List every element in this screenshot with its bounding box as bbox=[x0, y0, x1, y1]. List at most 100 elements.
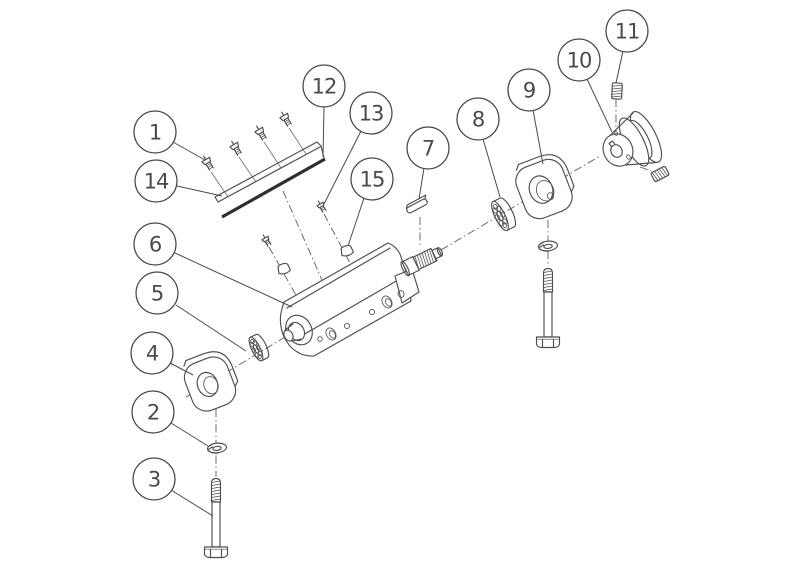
blade-assembly-centerline bbox=[282, 190, 330, 297]
balloon-number-6: 6 bbox=[149, 233, 162, 257]
balloon-circle-10 bbox=[557, 38, 601, 82]
knife-screw-2 bbox=[227, 138, 244, 157]
balloon-number-11: 11 bbox=[615, 20, 640, 44]
ball-bearing-left bbox=[248, 333, 270, 362]
leader-line-8 bbox=[482, 138, 501, 198]
bearing-housing-left bbox=[183, 351, 239, 412]
balloon-group-14: 14 bbox=[134, 159, 223, 203]
knife-blade bbox=[214, 141, 325, 203]
balloon-group-12: 12 bbox=[302, 64, 346, 158]
leader-line-6 bbox=[174, 252, 293, 308]
leader-line-7 bbox=[418, 167, 425, 200]
balloon-group-13: 13 bbox=[323, 91, 393, 205]
jackscrew-a-centerline bbox=[268, 246, 298, 298]
lug-hole bbox=[397, 290, 405, 298]
balloon-number-2: 2 bbox=[147, 401, 159, 425]
leader-line-5 bbox=[175, 304, 247, 352]
pulley bbox=[602, 111, 663, 167]
leader-line-4 bbox=[169, 362, 194, 376]
set-screw-hole-top bbox=[613, 131, 619, 136]
leader-line-10 bbox=[586, 78, 613, 133]
balloon-circle-2 bbox=[131, 390, 175, 434]
balloon-number-7: 7 bbox=[422, 137, 434, 161]
set-screw-hole-side bbox=[626, 154, 631, 160]
leader-line-12 bbox=[322, 106, 325, 158]
set-screw-top bbox=[611, 82, 623, 100]
balloon-number-1: 1 bbox=[149, 121, 161, 145]
pulley-bore bbox=[610, 144, 623, 158]
balloon-group-6: 6 bbox=[133, 222, 293, 308]
knife-slot-hole bbox=[325, 327, 337, 341]
balloon-circle-3 bbox=[132, 457, 176, 501]
leader-line-13 bbox=[323, 130, 362, 205]
balloon-group-7: 7 bbox=[406, 126, 450, 200]
knife-screw-1 bbox=[199, 153, 216, 172]
bearing-bore bbox=[252, 344, 260, 354]
balloon-number-5: 5 bbox=[151, 282, 163, 306]
balloon-circle-6 bbox=[133, 222, 177, 266]
balloon-circle-7 bbox=[406, 126, 450, 170]
balloon-group-8: 8 bbox=[456, 97, 501, 198]
balloon-group-11: 11 bbox=[605, 9, 649, 84]
face-hole bbox=[368, 308, 376, 316]
lock-washer-left bbox=[206, 441, 228, 455]
balloon-circle-14 bbox=[134, 159, 178, 203]
leader-line-14 bbox=[176, 185, 223, 197]
balloon-circle-4 bbox=[130, 331, 174, 375]
balloon-number-9: 9 bbox=[523, 79, 535, 103]
pulley-keyway bbox=[608, 140, 616, 148]
bearing-bore bbox=[496, 210, 504, 222]
balloon-number-3: 3 bbox=[148, 468, 160, 492]
lock-washer-right bbox=[537, 239, 559, 253]
knife-screw-3 bbox=[252, 123, 269, 142]
balloon-group-3: 3 bbox=[132, 457, 214, 517]
balloon-number-15: 15 bbox=[360, 168, 385, 192]
balloon-group-2: 2 bbox=[131, 390, 209, 447]
set-screw-side bbox=[650, 165, 670, 183]
cutterhead-shaft bbox=[400, 247, 444, 277]
face-hole bbox=[317, 336, 323, 342]
balloon-circle-12 bbox=[302, 64, 346, 108]
axis-pulley-out-centerline bbox=[639, 166, 652, 172]
balloon-number-8: 8 bbox=[472, 108, 484, 132]
balloon-group-10: 10 bbox=[557, 38, 613, 133]
leader-line-9 bbox=[532, 109, 544, 165]
balloon-group-5: 5 bbox=[135, 271, 247, 352]
jack-screw-a bbox=[259, 232, 273, 248]
balloon-group-15: 15 bbox=[347, 157, 394, 247]
balloon-number-4: 4 bbox=[146, 342, 159, 366]
balloon-circle-13 bbox=[349, 91, 393, 135]
balloon-number-12: 12 bbox=[312, 75, 337, 99]
balloon-group-1: 1 bbox=[133, 110, 206, 161]
balloon-number-13: 13 bbox=[359, 102, 384, 126]
face-hole bbox=[343, 322, 351, 330]
balloon-circle-5 bbox=[135, 271, 179, 315]
hex-bolt-right bbox=[535, 267, 561, 349]
shaft-key bbox=[405, 194, 428, 214]
balloon-circle-15 bbox=[350, 157, 394, 201]
balloon-group-9: 9 bbox=[507, 68, 551, 165]
leader-line-11 bbox=[615, 50, 624, 84]
balloon-group-4: 4 bbox=[130, 331, 194, 376]
leader-line-1 bbox=[172, 141, 206, 161]
jack-nut-b bbox=[339, 243, 355, 258]
gib-bar bbox=[221, 157, 326, 219]
balloon-circle-1 bbox=[133, 110, 177, 154]
hex-bolt-left bbox=[203, 477, 229, 559]
leader-line-2 bbox=[170, 422, 209, 447]
knife-screw-4 bbox=[277, 109, 294, 128]
housing-front-face bbox=[515, 158, 573, 220]
leader-line-15 bbox=[347, 197, 365, 247]
balloon-circle-11 bbox=[605, 9, 649, 53]
cutterhead-body bbox=[279, 242, 420, 357]
stub-shaft-tip bbox=[283, 329, 294, 342]
knife-slot-hole bbox=[381, 295, 393, 309]
bearing-housing-right bbox=[515, 154, 575, 220]
housing-front-face bbox=[183, 356, 237, 412]
balloon-circle-9 bbox=[507, 68, 551, 112]
balloon-number-14: 14 bbox=[144, 170, 169, 194]
balloon-circle-8 bbox=[456, 97, 500, 141]
